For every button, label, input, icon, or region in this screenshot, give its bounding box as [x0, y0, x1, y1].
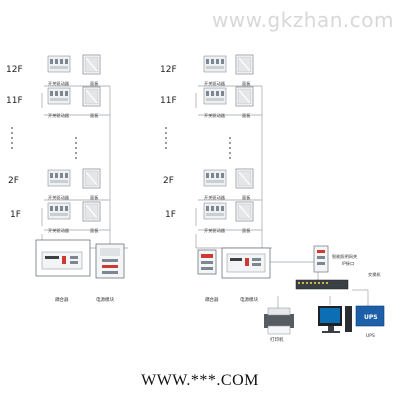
- switch-actuator-11f-left: [47, 87, 71, 105]
- label-gateway-line2: IP接口: [342, 260, 354, 267]
- switch-actuator-12f-left: [47, 55, 71, 73]
- label-switch-actuator-11f-right: 开关驱动器: [204, 112, 226, 119]
- label-coupler-right: 耦合器: [205, 296, 219, 303]
- coupler-left: [35, 239, 91, 277]
- panel-2f-right: [235, 168, 254, 189]
- label-panel-11f-right: 面板: [242, 112, 251, 119]
- panel-1f-left: [82, 201, 101, 222]
- label-switch-actuator-11f-left: 开关驱动器: [48, 112, 70, 119]
- label-power-module-left: 电源模块: [96, 296, 114, 303]
- network-switch: [295, 279, 349, 290]
- floor-label-1f-right: 1F: [165, 210, 176, 220]
- label-panel-11f-left: 面板: [90, 112, 99, 119]
- ups-box-text: UPS: [364, 314, 378, 321]
- label-power-module-right: 电源模块: [240, 296, 258, 303]
- floor-label-2f-right: 2F: [163, 176, 174, 186]
- switch-actuator-2f-left: [47, 169, 71, 187]
- label-switch-actuator-1f-left: 开关驱动器: [48, 227, 70, 234]
- ellipsis-dots-left: [11, 127, 13, 149]
- ups-icon: UPS: [355, 305, 385, 327]
- footer-url: WWW.***.COM: [141, 372, 259, 389]
- label-panel-1f-right: 面板: [242, 227, 251, 234]
- label-switch-actuator-12f-right: 开关驱动器: [204, 80, 226, 87]
- panel-12f-left: [82, 54, 101, 75]
- panel-11f-left: [82, 86, 101, 107]
- wiring-left: [41, 85, 128, 249]
- label-printer: 打印机: [270, 336, 284, 343]
- ellipsis-dots-right: [165, 127, 167, 149]
- panel-1f-right: [235, 201, 254, 222]
- label-panel-1f-left: 面板: [90, 227, 99, 234]
- label-panel-12f-left: 面板: [90, 80, 99, 87]
- power-module-right-small: [197, 249, 217, 275]
- floor-label-1f-left: 1F: [10, 210, 21, 220]
- label-switch: 交换机: [368, 271, 381, 278]
- panel-2f-left: [82, 168, 101, 189]
- label-switch-actuator-1f-right: 开关驱动器: [204, 227, 226, 234]
- ellipsis-dots-left-inner: [75, 137, 77, 159]
- label-switch-actuator-2f-left: 开关驱动器: [48, 194, 70, 201]
- watermark-text: www.gkzhan.com: [211, 8, 394, 32]
- switch-actuator-12f-right: [203, 55, 227, 73]
- power-module-left: [95, 243, 125, 279]
- switch-actuator-11f-right: [203, 87, 227, 105]
- label-ups: UPS: [366, 333, 375, 339]
- switch-actuator-1f-right: [203, 202, 227, 220]
- switch-actuator-2f-right: [203, 169, 227, 187]
- computer-icon: [318, 306, 352, 333]
- printer-icon: [264, 307, 294, 335]
- label-switch-actuator-12f-left: 开关驱动器: [48, 80, 70, 87]
- ellipsis-dots-right-inner: [229, 137, 231, 159]
- label-panel-2f-left: 面板: [90, 194, 99, 201]
- label-gateway-line1: 智能照明网关: [332, 253, 357, 260]
- label-panel-12f-right: 面板: [242, 80, 251, 87]
- floor-label-2f-left: 2F: [8, 176, 19, 186]
- label-panel-2f-right: 面板: [242, 194, 251, 201]
- coupler-right: [221, 247, 271, 279]
- gateway-device: [313, 245, 329, 273]
- panel-12f-right: [235, 54, 254, 75]
- floor-label-12f-left: 12F: [6, 65, 23, 75]
- panel-11f-right: [235, 86, 254, 107]
- floor-label-11f-right: 11F: [160, 96, 177, 106]
- label-coupler-left: 耦合器: [55, 296, 69, 303]
- floor-label-11f-left: 11F: [6, 96, 23, 106]
- switch-actuator-1f-left: [47, 202, 71, 220]
- wiring-right: [195, 85, 272, 249]
- label-switch-actuator-2f-right: 开关驱动器: [204, 194, 226, 201]
- floor-label-12f-right: 12F: [160, 65, 177, 75]
